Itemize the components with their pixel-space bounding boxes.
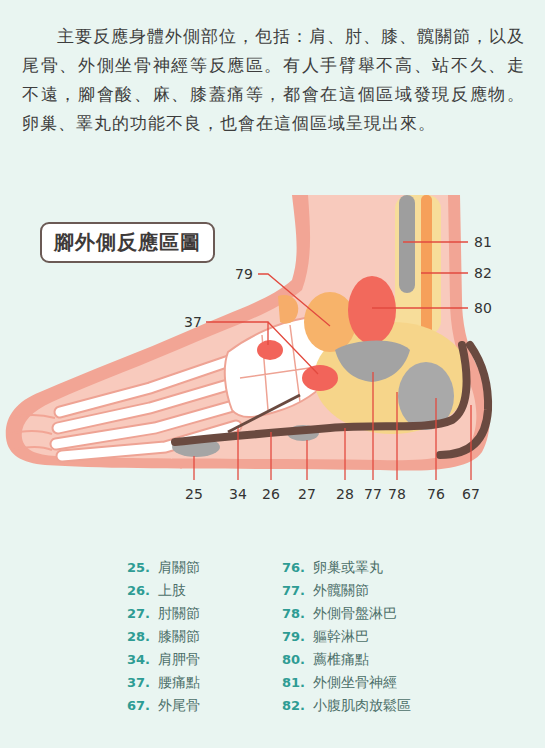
legend-name: 腰痛點	[158, 674, 200, 690]
legend-name: 膝關節	[158, 628, 200, 644]
zone-37a	[257, 340, 283, 360]
callout-number: 67	[462, 486, 480, 502]
callout-number: 28	[336, 486, 354, 502]
legend-name: 上肢	[158, 582, 186, 598]
zone-sole-band	[175, 345, 467, 442]
zone-80	[348, 276, 396, 344]
legend-number: 37.	[110, 675, 150, 691]
legend-number: 27.	[110, 606, 150, 622]
legend-name: 肩胛骨	[158, 651, 200, 667]
toe-outlines	[8, 415, 55, 450]
legend-number: 80.	[265, 652, 305, 668]
legend-name: 外髖關節	[313, 582, 369, 598]
callout-number: 34	[229, 486, 247, 502]
legend-name: 外尾骨	[158, 697, 200, 713]
legend-number: 28.	[110, 629, 150, 645]
callout-number: 80	[474, 300, 492, 316]
zone-37b	[302, 365, 338, 391]
zone-67	[440, 345, 488, 455]
callout-number: 76	[427, 486, 445, 502]
callout-number: 77	[364, 486, 382, 502]
legend-number: 67.	[110, 698, 150, 714]
legend-number: 25.	[110, 560, 150, 576]
foot-inner	[22, 195, 477, 460]
zone-79	[304, 292, 356, 352]
legend-name: 卵巢或睪丸	[313, 559, 383, 575]
callout-number: 78	[388, 486, 406, 502]
legend-name: 外側骨盤淋巴	[313, 605, 397, 621]
legend-number: 76.	[265, 560, 305, 576]
callout-number: 25	[185, 486, 203, 502]
callout-number: 37	[184, 314, 202, 330]
legend-name: 肩關節	[158, 559, 200, 575]
legend-name: 薦椎痛點	[313, 651, 369, 667]
legend-number: 77.	[265, 583, 305, 599]
leader-lines	[194, 242, 471, 480]
legend-number: 26.	[110, 583, 150, 599]
callout-number: 26	[262, 486, 280, 502]
zone-82	[421, 195, 432, 335]
callout-number: 27	[298, 486, 316, 502]
callout-number: 79	[235, 266, 253, 282]
leg-bone	[395, 195, 441, 335]
intro-paragraph: 主要反應身體外側部位，包括：肩、肘、膝、髖關節，以及尾骨、外側坐骨神經等反應區。…	[22, 22, 525, 138]
legend-name: 肘關節	[158, 605, 200, 621]
legend-number: 34.	[110, 652, 150, 668]
legend-name: 軀幹淋巴	[313, 628, 369, 644]
diagram-title: 腳外側反應區圖	[40, 222, 215, 263]
legend-number: 79.	[265, 629, 305, 645]
legend-number: 82.	[265, 698, 305, 714]
legend-number: 81.	[265, 675, 305, 691]
legend-name: 外側坐骨神經	[313, 674, 397, 690]
legend-name: 小腹肌肉放鬆區	[313, 697, 411, 713]
foot-skin	[6, 195, 490, 471]
callout-number: 82	[474, 265, 492, 281]
zone-ankle-strip	[278, 295, 298, 324]
zone-81	[399, 195, 415, 293]
callout-number: 81	[474, 234, 492, 250]
legend-number: 78.	[265, 606, 305, 622]
zone-34	[228, 395, 300, 432]
